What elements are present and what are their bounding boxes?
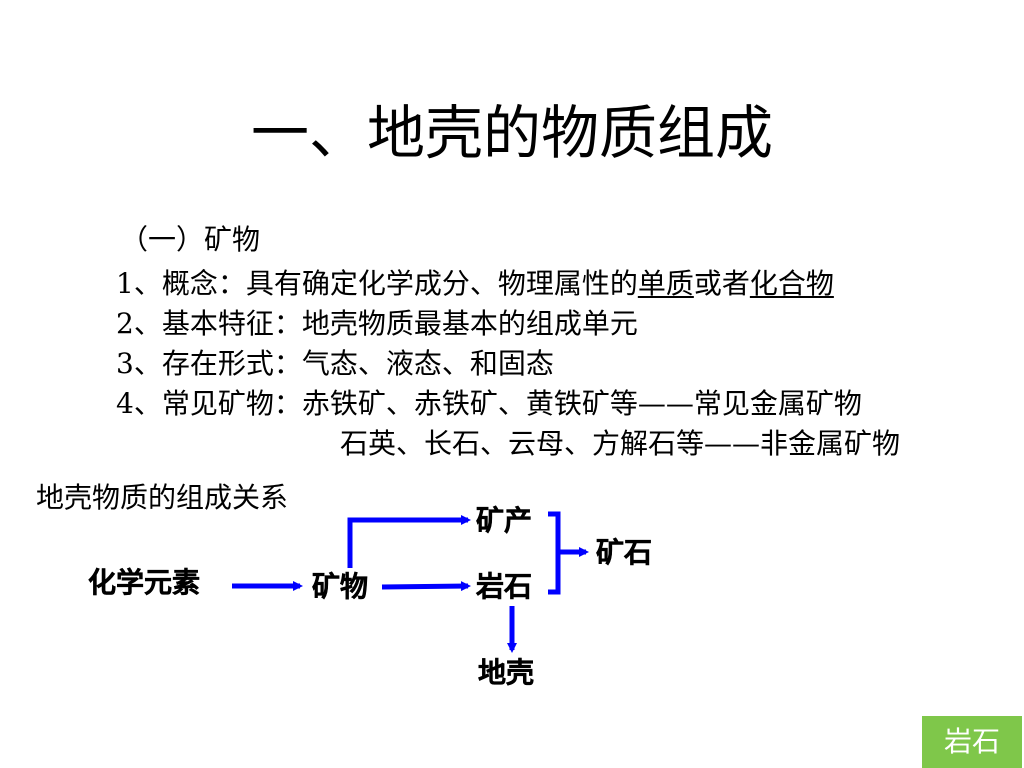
diagram-caption: 地壳物质的组成关系 [36,481,289,514]
slide-title: 一、地壳的物质组成 [250,99,773,167]
concept-or: 或者 [693,267,750,300]
arrow-mineral-to-deposit [347,515,471,568]
rock-nav-button[interactable]: 岩石 [922,716,1022,768]
node-chemical-elements: 化学元素 [88,566,201,599]
node-mineral: 矿物 [312,570,369,603]
node-mineral-deposit: 矿产 [476,504,533,537]
node-rock: 岩石 [476,570,533,603]
form-line: 3、存在形式：气态、液态、和固态 [116,347,554,380]
node-crust: 地壳 [478,656,535,689]
node-ore: 矿石 [596,536,653,569]
arrow-mineral-to-rock [381,581,471,592]
bracket [548,511,561,595]
concept-text: 1、概念：具有确定化学成分、物理属性的 [116,267,638,300]
compound-term: 化合物 [749,267,834,300]
section-heading: （一）矿物 [120,223,261,256]
common-minerals-line: 4、常见矿物：赤铁矿、赤铁矿、黄铁矿等——常见金属矿物 [116,387,862,420]
element-term: 单质 [637,267,694,300]
nonmetal-minerals-line: 石英、长石、云母、方解石等——非金属矿物 [340,427,901,460]
feature-line: 2、基本特征：地壳物质最基本的组成单元 [116,307,638,340]
concept-line: 1、概念：具有确定化学成分、物理属性的单质或者化合物 [116,266,834,302]
